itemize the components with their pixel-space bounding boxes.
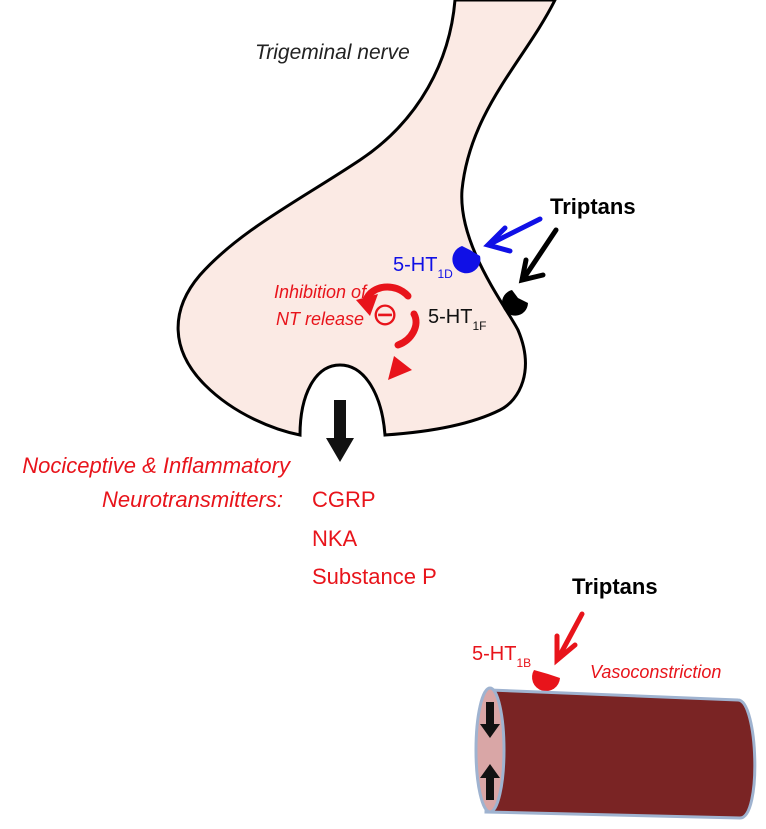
vasoconstriction-label: Vasoconstriction: [590, 662, 721, 682]
blue-arrow-icon: [488, 219, 540, 251]
inhibition-label-line1: Inhibition of: [274, 282, 368, 302]
inhibition-minus-icon: ⊖: [372, 296, 399, 332]
inhibition-label-line2: NT release: [276, 309, 364, 329]
red-arrow-icon: [557, 614, 582, 660]
neurotransmitters-label-line1: Nociceptive & Inflammatory: [22, 453, 292, 478]
transmitter-nka: NKA: [312, 526, 358, 551]
triptans-top-label: Triptans: [550, 194, 636, 219]
trigeminal-nerve-terminal: [178, 0, 555, 435]
black-arrow-icon: [522, 230, 556, 280]
release-arrow-icon: [326, 400, 354, 462]
nerve-label: Trigeminal nerve: [255, 41, 410, 64]
receptor-5ht1b: [532, 670, 560, 691]
receptor-5ht1d: [452, 246, 480, 273]
blood-vessel: [476, 688, 755, 818]
triptans-bottom-label: Triptans: [572, 574, 658, 599]
transmitter-cgrp: CGRP: [312, 487, 376, 512]
receptor-5ht1f: [502, 290, 528, 316]
neurotransmitters-label-line2: Neurotransmitters:: [102, 487, 283, 512]
receptor-1b-label: 5-HT1B: [472, 643, 531, 670]
transmitter-substance-p: Substance P: [312, 564, 437, 589]
